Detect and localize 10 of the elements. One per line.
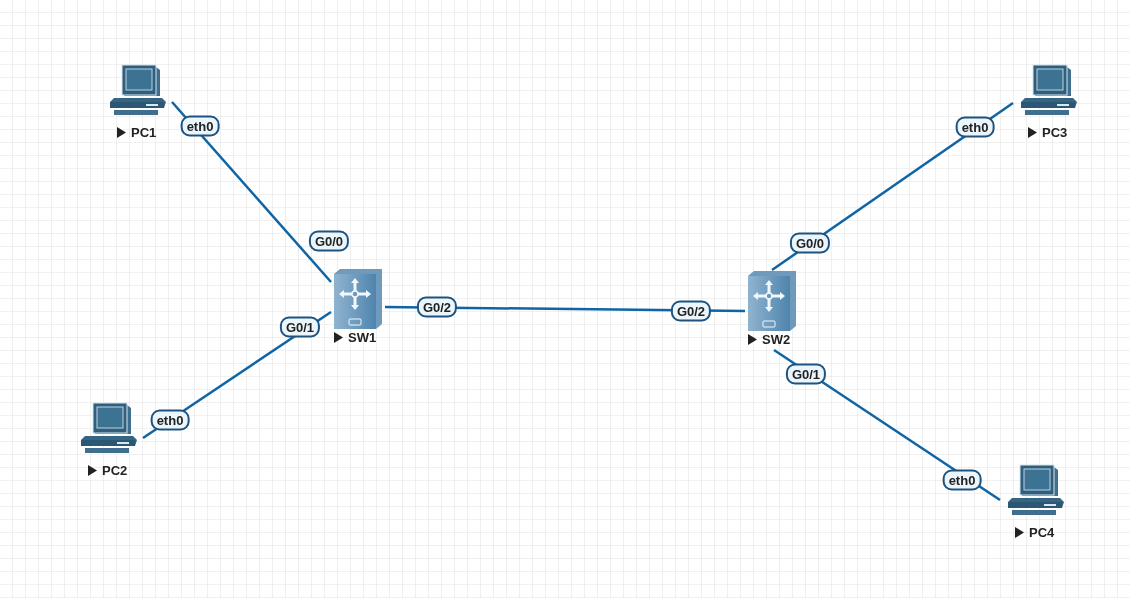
device-name: PC1 bbox=[131, 125, 157, 140]
port-label: eth0 bbox=[150, 409, 190, 431]
device-name: PC4 bbox=[1029, 525, 1055, 540]
device-name: PC2 bbox=[102, 463, 128, 478]
port-label: eth0 bbox=[180, 115, 220, 137]
port-label: eth0 bbox=[942, 469, 982, 491]
switch-node bbox=[331, 268, 385, 346]
device-name: SW2 bbox=[762, 332, 791, 347]
device-name: SW1 bbox=[348, 330, 377, 345]
device-name: PC3 bbox=[1042, 125, 1068, 140]
